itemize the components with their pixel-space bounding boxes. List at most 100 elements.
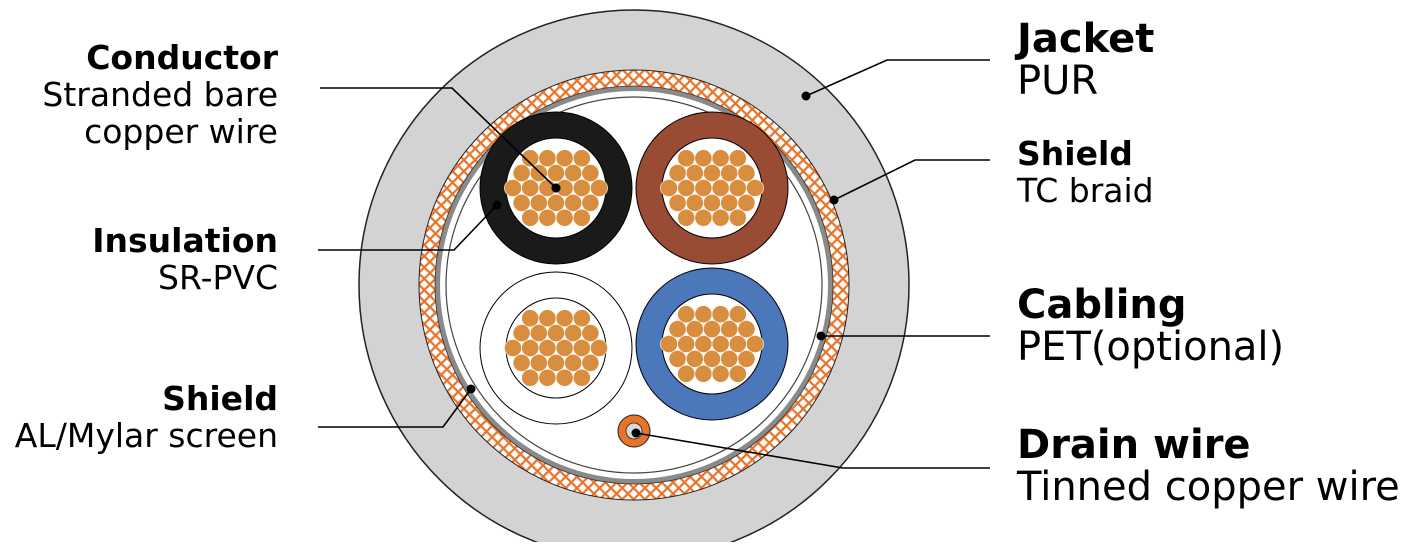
copper-strand: [737, 193, 756, 212]
copper-strand: [547, 353, 565, 372]
copper-strand: [555, 368, 574, 387]
leader-dot-shield-tc: [829, 195, 839, 205]
copper-strand: [685, 320, 704, 339]
copper-strand: [590, 179, 608, 197]
copper-strand: [529, 353, 548, 372]
strands-brown: [660, 149, 764, 227]
copper-strand: [746, 335, 764, 353]
copper-strand: [685, 349, 704, 368]
copper-strand: [728, 305, 747, 324]
copper-strand: [668, 320, 687, 339]
copper-strand: [685, 164, 704, 183]
copper-strand: [555, 339, 574, 357]
leader-dot-insulation: [492, 200, 502, 210]
leader-drain: [635, 432, 990, 469]
copper-strand: [711, 364, 730, 383]
label-drain: Drain wire Tinned copper wire: [1017, 424, 1400, 508]
copper-strand: [529, 193, 548, 212]
copper-strand: [737, 349, 756, 368]
copper-strand: [668, 193, 687, 212]
copper-strand: [677, 149, 696, 168]
copper-strand: [547, 193, 565, 212]
leader-shield-al: [318, 388, 472, 428]
label-drain-line-1: Tinned copper wire: [1017, 464, 1400, 510]
copper-strand: [581, 164, 600, 183]
label-insulation-line-1: SR-PVC: [158, 257, 278, 297]
strands-black: [504, 149, 608, 227]
copper-strand: [581, 193, 600, 212]
copper-strand: [590, 339, 608, 357]
copper-strand: [512, 193, 531, 212]
copper-strand: [728, 149, 747, 168]
copper-strand: [720, 349, 739, 368]
copper-strand: [572, 309, 591, 328]
label-insulation: Insulation SR-PVC: [92, 222, 278, 297]
label-jacket-title: Jacket: [1017, 16, 1155, 62]
copper-strand: [711, 305, 730, 324]
copper-strand: [711, 179, 730, 197]
copper-strand: [677, 364, 696, 383]
label-shield-tc-title: Shield: [1017, 134, 1133, 173]
copper-strand: [529, 324, 548, 343]
copper-strand: [512, 353, 531, 372]
copper-strand: [547, 324, 565, 343]
label-shield-al-line-1: AL/Mylar screen: [14, 415, 278, 455]
label-cabling-title: Cabling: [1017, 282, 1187, 328]
label-shield-tc-line-1: TC braid: [1017, 170, 1154, 210]
leader-dot-drain: [631, 428, 641, 438]
copper-strand: [547, 164, 565, 183]
copper-strand: [538, 339, 557, 357]
copper-strand: [538, 149, 557, 168]
copper-strand: [564, 324, 583, 343]
label-jacket-line-1: PUR: [1017, 58, 1099, 104]
copper-strand: [572, 179, 591, 197]
copper-strand: [720, 193, 739, 212]
copper-strand: [685, 193, 704, 212]
copper-strand: [728, 335, 747, 353]
label-conductor-line-1: Stranded bare: [42, 74, 278, 114]
copper-strand: [572, 208, 591, 227]
copper-strand: [564, 193, 583, 212]
copper-strand: [703, 164, 721, 183]
copper-strand: [711, 149, 730, 168]
copper-strand: [512, 324, 531, 343]
copper-strand: [504, 339, 522, 357]
copper-strand: [668, 164, 687, 183]
copper-strand: [737, 320, 756, 339]
copper-strand: [694, 305, 713, 324]
copper-strand: [529, 164, 548, 183]
copper-strand: [746, 179, 764, 197]
label-conductor: Conductor Stranded bare copper wire: [42, 38, 278, 151]
copper-strand: [521, 309, 540, 328]
copper-strand: [521, 179, 540, 197]
copper-strand: [677, 335, 696, 353]
copper-strand: [677, 179, 696, 197]
label-shield-al: Shield AL/Mylar screen: [14, 379, 278, 455]
copper-strand: [521, 368, 540, 387]
copper-strand: [555, 208, 574, 227]
copper-strand: [521, 339, 540, 357]
copper-strand: [720, 164, 739, 183]
leader-dot-conductor-top: [551, 183, 561, 193]
label-shield-tc: Shield TC braid: [1017, 134, 1154, 210]
copper-strand: [668, 349, 687, 368]
label-shield-al-title: Shield: [162, 379, 278, 418]
copper-strand: [694, 149, 713, 168]
copper-strand: [572, 149, 591, 168]
strands-white: [504, 309, 608, 387]
copper-strand: [703, 320, 721, 339]
copper-strand: [581, 353, 600, 372]
copper-strand: [521, 208, 540, 227]
copper-strand: [581, 324, 600, 343]
copper-strand: [728, 208, 747, 227]
leader-conductor: [320, 87, 557, 189]
leader-insulation: [318, 204, 498, 251]
copper-strand: [694, 208, 713, 227]
copper-strand: [694, 364, 713, 383]
label-cabling: Cabling PET(optional): [1017, 284, 1284, 368]
copper-strand: [572, 368, 591, 387]
label-conductor-title: Conductor: [86, 38, 278, 77]
copper-strand: [504, 179, 522, 197]
